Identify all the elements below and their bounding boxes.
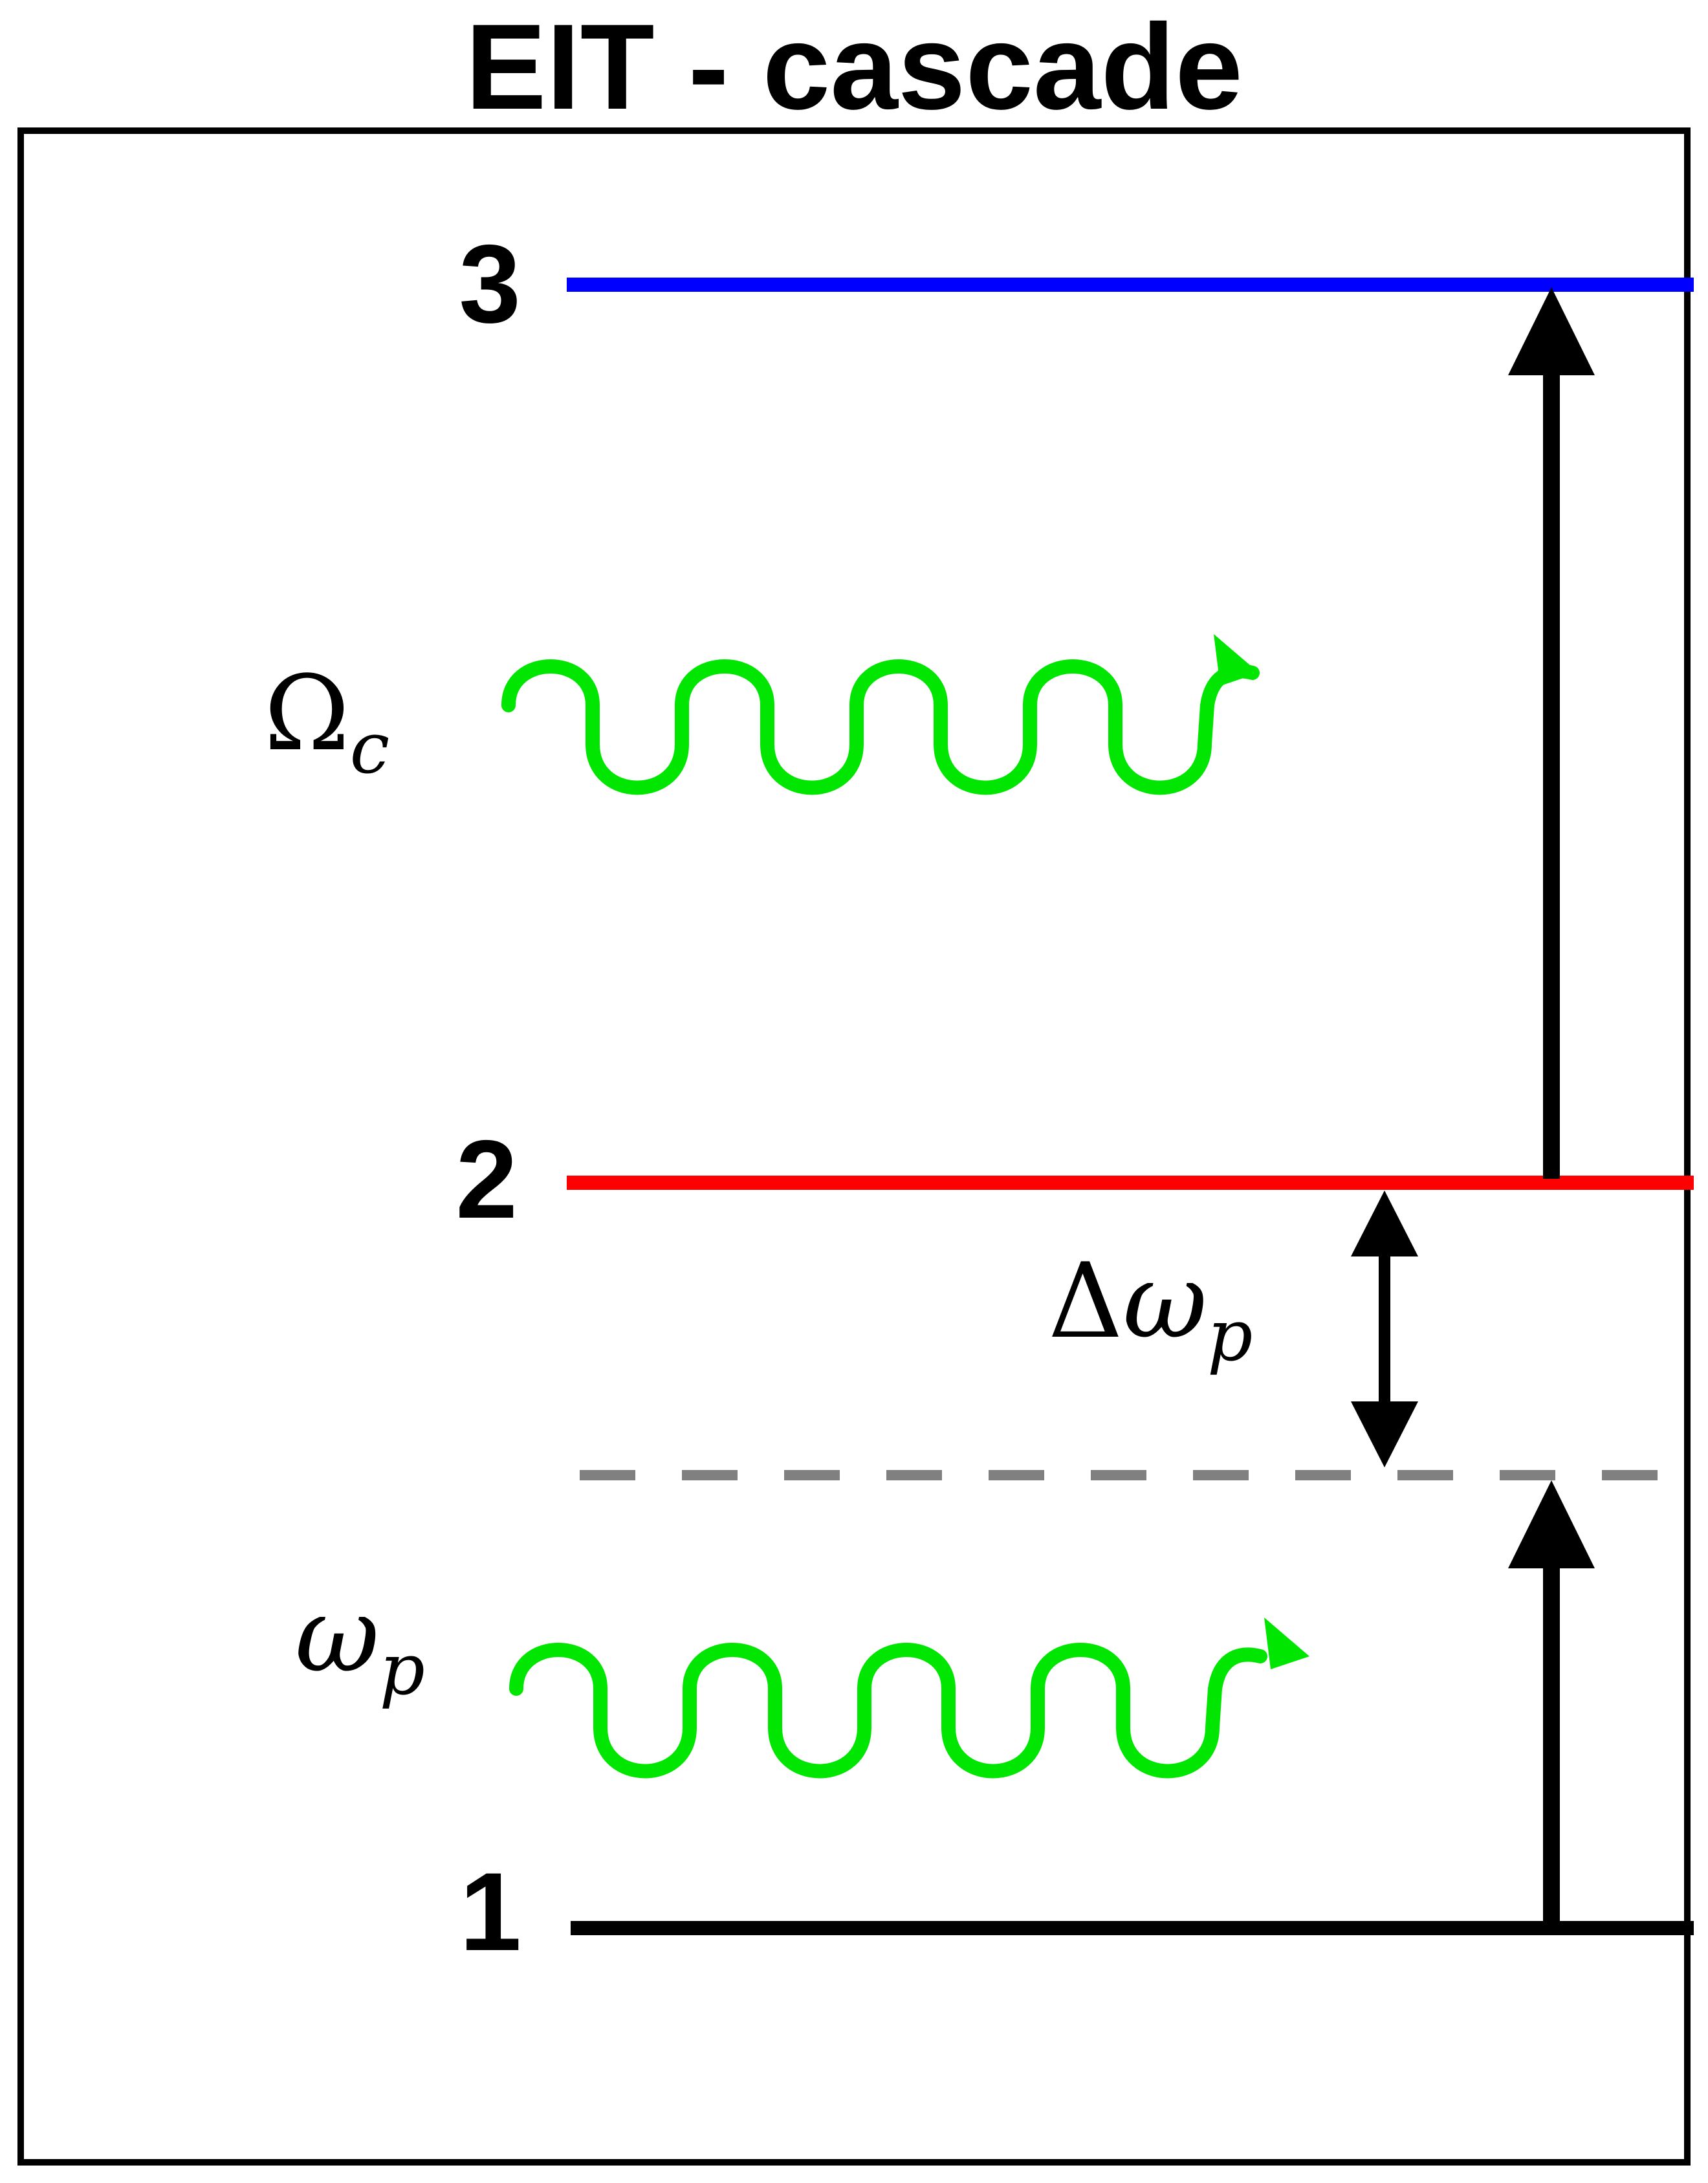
diagram-frame (17, 127, 1691, 2166)
level-3-label: 3 (459, 222, 521, 346)
level-2-label: 2 (455, 1117, 518, 1242)
detuning-subscript: p (1207, 1294, 1253, 1377)
detuning-label: Δωp (1048, 1240, 1253, 1377)
probe-transition-arrow (1508, 1480, 1595, 1928)
probe-field-label: ωp (295, 1574, 425, 1711)
diagram-title: EIT - cascade (465, 0, 1243, 135)
detuning-symbol: ω (1123, 1240, 1207, 1361)
detuning-delta: Δ (1048, 1240, 1123, 1361)
coupling-field-label: Ωc (264, 653, 389, 789)
coupling-transition-arrow (1508, 287, 1595, 1179)
coupling-subscript: c (350, 707, 390, 789)
level-1-label: 1 (459, 1850, 521, 1974)
coupling-symbol: Ω (264, 653, 350, 774)
probe-subscript: p (379, 1628, 424, 1711)
probe-symbol: ω (295, 1574, 379, 1695)
detuning-double-arrow (1351, 1190, 1418, 1467)
probe-photon-wave (516, 1618, 1309, 1772)
coupling-photon-wave (509, 634, 1259, 788)
